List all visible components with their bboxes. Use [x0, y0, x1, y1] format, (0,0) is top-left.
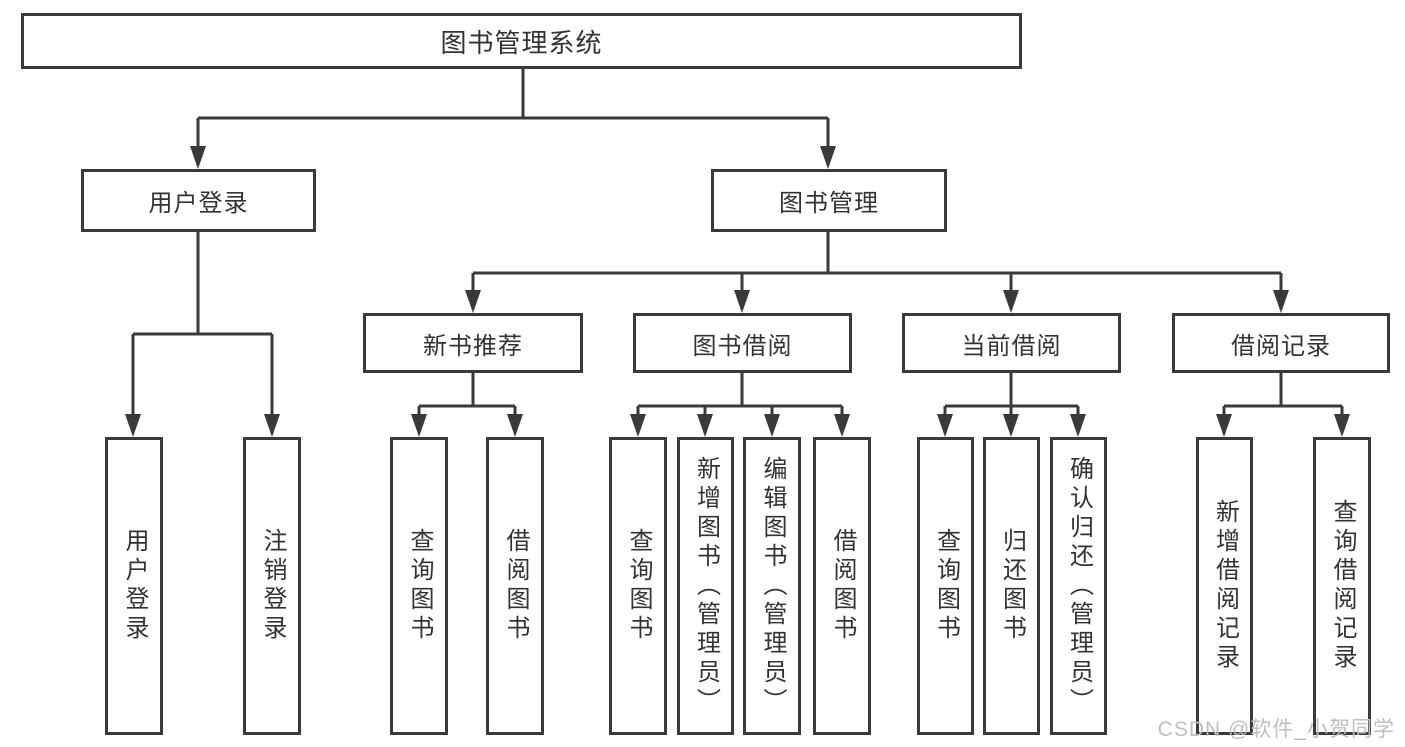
arrow-head	[1273, 290, 1289, 313]
node-book-borrow: 图书借阅	[633, 313, 852, 373]
arrow-head	[1216, 414, 1232, 437]
connector-lines	[131, 69, 1344, 420]
watermark: CSDN @软件_小贺同学	[1157, 718, 1395, 741]
leaf-add-borrow-record: 新增借阅记录	[1196, 437, 1253, 735]
leaf-add-borrow-record-label: 新增借阅记录	[1211, 499, 1239, 673]
arrow-head	[820, 146, 836, 169]
node-current-borrow-label: 当前借阅	[961, 332, 1062, 360]
leaf-recommend-query-books: 查询图书	[390, 437, 448, 735]
leaf-confirm-return-admin-label: 确认归还（管理员）	[1065, 455, 1093, 717]
leaf-add-books-admin: 新增图书（管理员）	[677, 437, 734, 735]
arrow-head	[734, 290, 750, 313]
leaf-borrow-query-books-label: 查询图书	[625, 528, 652, 644]
leaf-borrow-books-label: 借阅图书	[829, 528, 856, 644]
leaf-return-books-label: 归还图书	[998, 528, 1026, 644]
leaf-current-query-books: 查询图书	[917, 437, 974, 735]
node-new-book-recommend-label: 新书推荐	[423, 332, 523, 360]
arrow-head	[190, 146, 206, 169]
leaf-user-login-label: 用户登录	[121, 528, 148, 644]
arrow-head	[411, 414, 427, 437]
node-borrow-records-label: 借阅记录	[1231, 332, 1331, 360]
leaf-recommend-borrow-books-label: 借阅图书	[502, 528, 529, 644]
leaf-edit-books-admin: 编辑图书（管理员）	[743, 437, 801, 735]
arrow-head	[264, 414, 280, 437]
leaf-borrow-books: 借阅图书	[813, 437, 871, 735]
leaf-add-books-admin-label: 新增图书（管理员）	[692, 455, 720, 717]
leaf-query-borrow-record-label: 查询借阅记录	[1329, 499, 1356, 673]
arrow-head	[507, 414, 523, 437]
leaf-recommend-query-books-label: 查询图书	[406, 528, 433, 644]
leaf-borrow-query-books: 查询图书	[609, 437, 667, 735]
arrow-head	[1334, 414, 1350, 437]
leaf-logout: 注销登录	[243, 437, 301, 735]
arrow-head	[1003, 414, 1019, 437]
arrow-head	[630, 414, 646, 437]
leaf-recommend-borrow-books: 借阅图书	[486, 437, 544, 735]
node-user-login: 用户登录	[81, 169, 316, 232]
node-book-borrow-label: 图书借阅	[692, 332, 793, 360]
leaf-return-books: 归还图书	[983, 437, 1040, 735]
leaf-query-borrow-record: 查询借阅记录	[1313, 437, 1371, 735]
arrow-head	[465, 290, 481, 313]
node-borrow-records: 借阅记录	[1172, 313, 1390, 373]
leaf-user-login: 用户登录	[105, 437, 163, 735]
arrow-head	[1003, 290, 1019, 313]
arrow-head	[697, 414, 713, 437]
node-user-login-label: 用户登录	[148, 190, 249, 217]
node-book-management-label: 图书管理	[779, 190, 879, 217]
node-root-label: 图书管理系统	[440, 27, 603, 58]
node-current-borrow: 当前借阅	[902, 313, 1121, 373]
arrow-head	[937, 414, 953, 437]
arrow-head	[764, 414, 780, 437]
arrow-head	[125, 414, 141, 437]
arrow-head	[834, 414, 850, 437]
node-new-book-recommend: 新书推荐	[363, 313, 583, 373]
leaf-current-query-books-label: 查询图书	[932, 528, 960, 644]
arrow-head	[1070, 414, 1086, 437]
leaf-edit-books-admin-label: 编辑图书（管理员）	[759, 455, 786, 717]
leaf-logout-label: 注销登录	[259, 528, 286, 644]
leaf-confirm-return-admin: 确认归还（管理员）	[1050, 437, 1107, 735]
node-root: 图书管理系统	[21, 13, 1022, 69]
node-book-management: 图书管理	[711, 169, 947, 232]
